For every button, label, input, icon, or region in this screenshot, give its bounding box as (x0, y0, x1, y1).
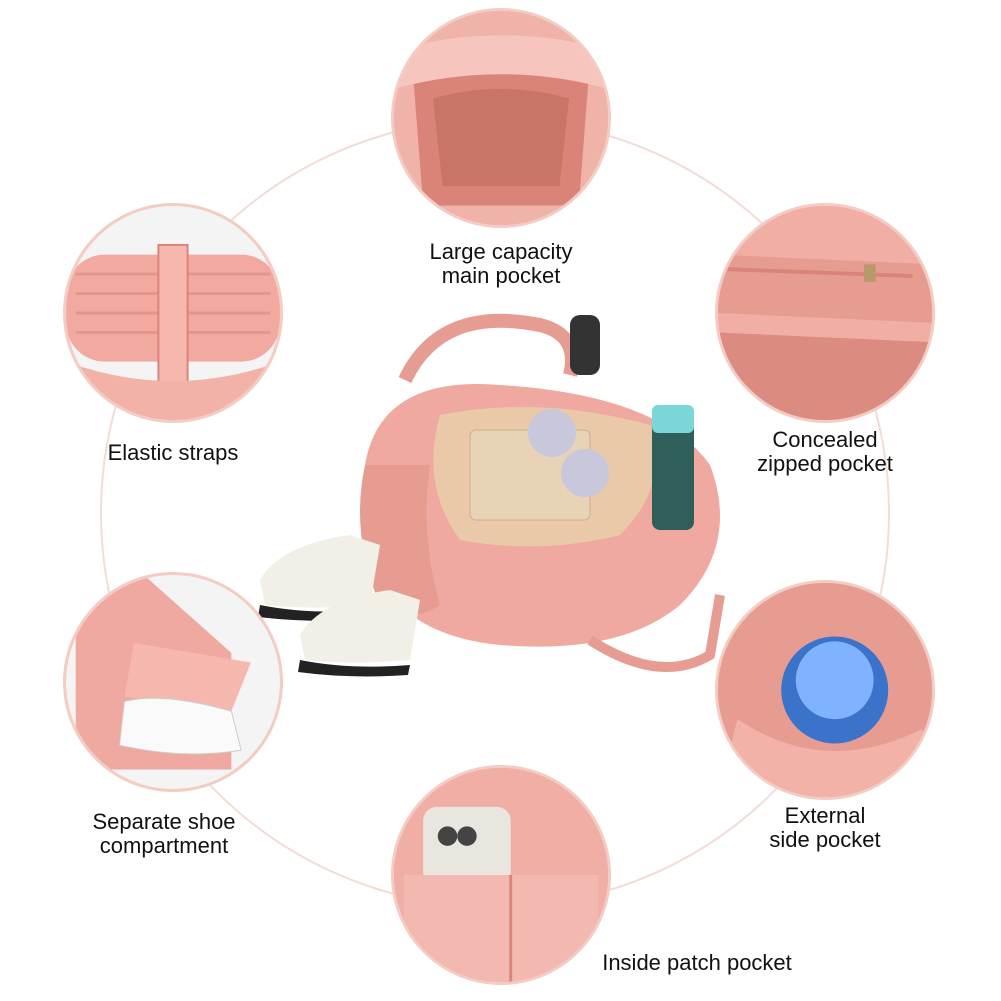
patch-pocket-label-line1: Inside patch pocket (602, 950, 792, 975)
main-pocket-label-line1: Large capacity (429, 239, 573, 264)
patch-pocket-label: Inside patch pocket (590, 951, 804, 975)
shoe-compartment-label-line1: Separate shoe (92, 809, 236, 834)
patch-pocket-image (391, 765, 611, 985)
main-pocket-label-line2: main pocket (441, 263, 561, 288)
elastic-straps-image (63, 203, 283, 423)
zipped-pocket-label-line1: Concealed (772, 427, 878, 452)
elastic-straps-label: Elastic straps (80, 441, 266, 465)
side-pocket-label: External side pocket (732, 804, 918, 852)
main-pocket-image (391, 8, 611, 228)
side-pocket-image (715, 580, 935, 800)
shoe-compartment-label-line2: compartment (99, 833, 229, 858)
zipped-pocket-label-line2: zipped pocket (757, 451, 893, 476)
side-pocket-label-line1: External (784, 803, 866, 828)
zipped-pocket-label: Concealed zipped pocket (732, 428, 918, 476)
center-gym-bag-image (240, 305, 760, 695)
shoe-compartment-label: Separate shoe compartment (72, 810, 256, 858)
side-pocket-label-line2: side pocket (769, 827, 881, 852)
shoe-compartment-image (63, 572, 283, 792)
zipped-pocket-image (715, 203, 935, 423)
main-pocket-label: Large capacity main pocket (392, 240, 610, 288)
elastic-straps-label-line1: Elastic straps (107, 440, 239, 465)
